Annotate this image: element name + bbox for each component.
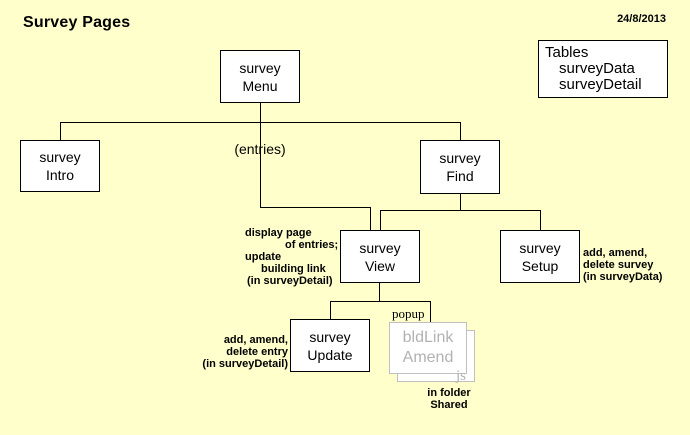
date-label: 24/8/2013 [617,13,666,25]
node-label-line2: Menu [242,77,278,94]
annotation-line: add, amend, [583,247,648,259]
node-label-line1: survey [359,239,401,256]
annotation-line: of entries; [285,239,339,251]
node-survey-setup: survey Setup [500,230,580,283]
popup-label-line2: Amend [402,349,454,366]
connector-to-find [460,123,461,140]
connector-view-to-update [330,302,331,319]
node-survey-intro: survey Intro [20,140,100,192]
connector-view-to-popup [430,302,431,322]
annotation-line: (in surveyDetail) [247,275,333,287]
node-label-line1: survey [239,59,281,76]
annotation-folder-note: in folder Shared [404,387,494,411]
connector-find-down [460,194,461,210]
annotation-line: display page [245,227,312,239]
tables-box: Tables surveyData surveyDetail [538,40,668,98]
node-label-line2: Intro [45,167,74,183]
connector-view-bar [330,301,431,302]
annotation-line: building link [261,263,326,275]
js-tag-label: js [456,368,467,384]
annotation-line: in folder [427,387,471,399]
annotation-line: update [245,251,282,263]
node-label-line1: survey [309,328,351,345]
popup-page-front: bldLink Amend [389,322,467,374]
page-title: Survey Pages [23,14,131,31]
popup-label-line1: bldLink [402,329,454,346]
node-label-line2: Update [307,346,353,363]
connector-top-bar [60,122,461,123]
annotation-line: (in surveyData) [583,271,663,283]
node-label-line1: survey [519,239,561,256]
tables-item-surveydata: surveyData [559,60,635,77]
tables-title: Tables [545,44,589,61]
connector-entries-elbow [260,207,371,208]
entries-label: (entries) [234,141,286,157]
annotation-update-note: add, amend, delete entry (in surveyDetai… [193,334,288,370]
node-survey-menu: survey Menu [220,50,300,103]
annotation-line: delete entry [226,346,288,358]
node-label-line1: survey [439,150,481,166]
connector-find-to-view [380,211,381,230]
connector-to-intro [60,123,61,140]
node-label-line2: Find [446,168,474,184]
connector-find-to-setup [540,211,541,230]
connector-view-down [379,283,380,301]
tables-item-surveydetail: surveyDetail [559,76,642,93]
popup-tag-label: popup [392,306,425,321]
node-label-line2: View [364,257,396,274]
node-survey-view: survey View [340,230,420,283]
annotation-line: (in surveyDetail) [202,358,288,370]
annotation-line: add, amend, [223,334,288,346]
connector-menu-down [260,103,261,122]
connector-find-bar [380,210,541,211]
annotation-setup-note: add, amend, delete survey (in surveyData… [583,247,662,283]
annotation-view-note: display page of entries; update building… [245,227,338,287]
node-survey-find: survey Find [420,140,500,194]
node-label-line2: Setup [521,257,559,274]
connector-entries-down [260,123,261,207]
node-label-line1: survey [39,149,81,165]
annotation-line: Shared [430,399,468,411]
node-survey-update: survey Update [290,319,370,372]
connector-entries-to-view [370,208,371,230]
annotation-line: delete survey [583,259,654,271]
